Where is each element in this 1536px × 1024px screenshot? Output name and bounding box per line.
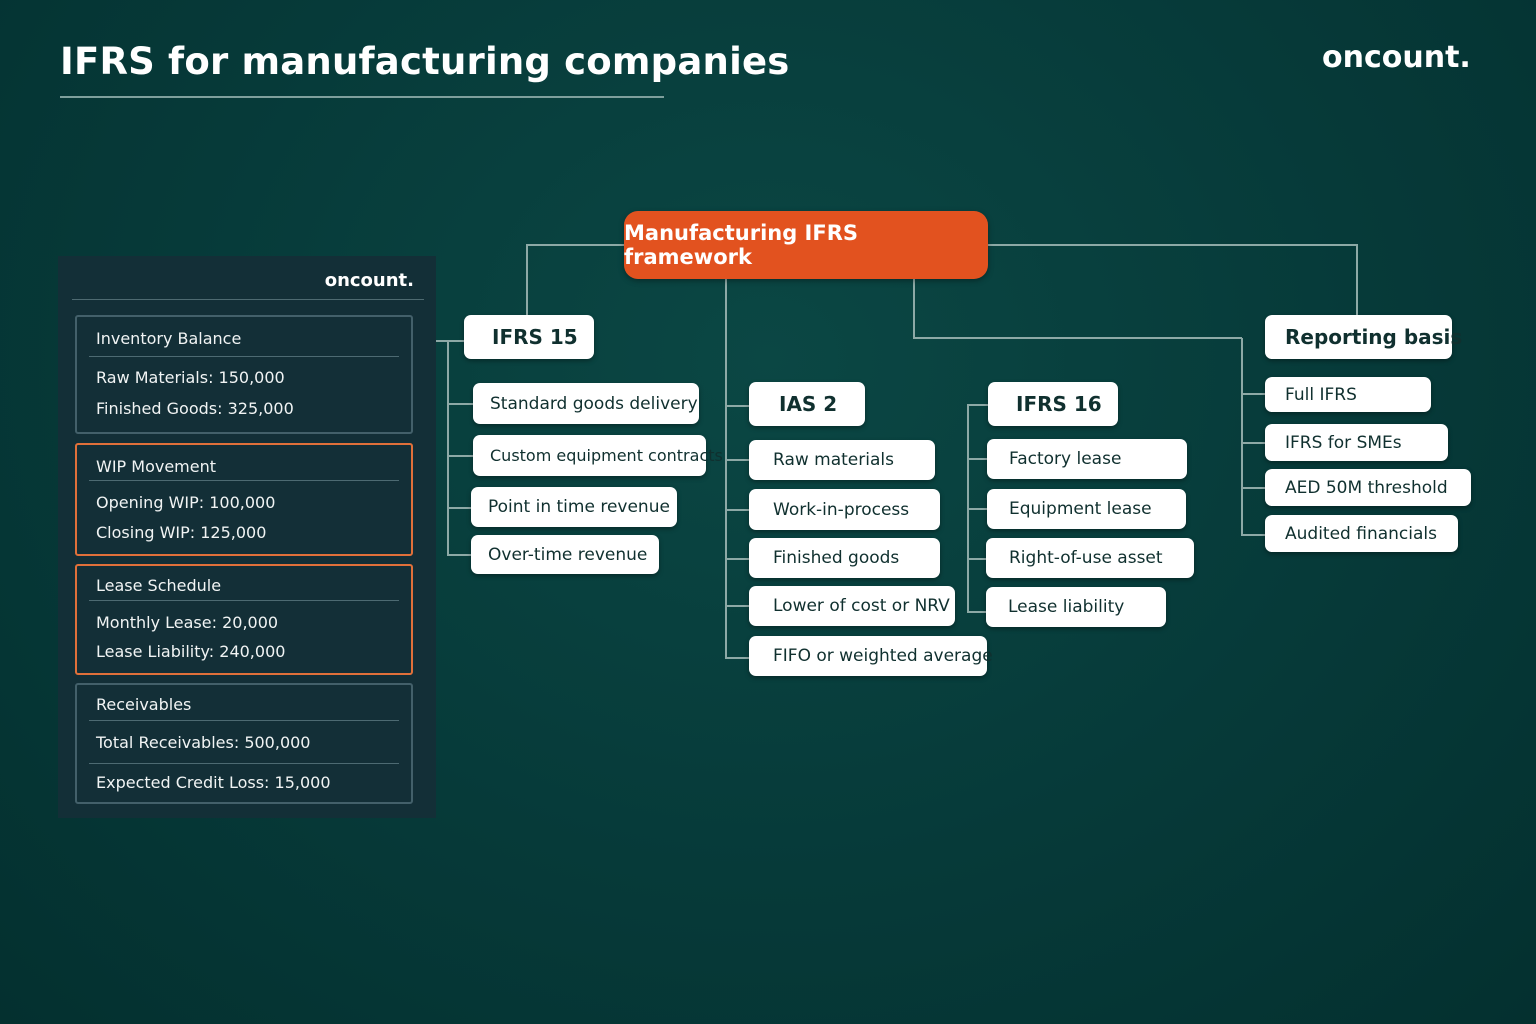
brand-logo: oncount. xyxy=(1322,40,1471,75)
leaf-right-of-use: Right-of-use asset xyxy=(986,538,1194,578)
root-node-framework: Manufacturing IFRS framework xyxy=(624,211,988,279)
link-root-ifrs15 xyxy=(526,244,624,315)
card-divider xyxy=(89,763,399,764)
leaf-ifrs-for-smes: IFRS for SMEs xyxy=(1265,424,1448,461)
card-title: Receivables xyxy=(96,695,192,714)
leaf-lower-of-cost: Lower of cost or NRV xyxy=(749,586,955,626)
leaf-aed-threshold: AED 50M threshold xyxy=(1265,469,1471,506)
page-title: IFRS for manufacturing companies xyxy=(60,40,790,83)
link-ias2-items xyxy=(726,405,749,607)
card-divider xyxy=(89,356,399,357)
leaf-custom-equipment: Custom equipment contracts xyxy=(473,435,723,476)
leaf-finished-goods: Finished goods xyxy=(749,538,940,578)
leaf-fifo: FIFO or weighted average xyxy=(749,636,993,676)
card-title: Inventory Balance xyxy=(96,329,242,348)
card-line: Finished Goods: 325,000 xyxy=(96,399,294,418)
link-ifrs15-items xyxy=(447,341,473,556)
card-line: Closing WIP: 125,000 xyxy=(96,523,267,542)
branch-ifrs16: IFRS 16 xyxy=(988,382,1118,426)
leaf-point-in-time: Point in time revenue xyxy=(471,487,677,527)
leaf-raw-materials: Raw materials xyxy=(749,440,935,480)
leaf-audited-financials: Audited financials xyxy=(1265,515,1458,552)
card-divider xyxy=(89,720,399,721)
card-line: Raw Materials: 150,000 xyxy=(96,368,285,387)
card-title: WIP Movement xyxy=(96,457,217,476)
card-line: Monthly Lease: 20,000 xyxy=(96,613,279,632)
leaf-equipment-lease: Equipment lease xyxy=(987,489,1186,529)
leaf-work-in-process: Work-in-process xyxy=(749,489,940,530)
leaf-full-ifrs: Full IFRS xyxy=(1265,377,1431,412)
card-receivables: Receivables Total Receivables: 500,000 E… xyxy=(75,683,413,804)
data-panel: oncount. Inventory Balance Raw Materials… xyxy=(58,256,436,818)
link-reporting-items xyxy=(1241,338,1265,536)
leaf-standard-goods: Standard goods delivery xyxy=(473,383,699,424)
branch-ias2: IAS 2 xyxy=(749,382,865,426)
link-root-reporting xyxy=(988,244,1358,315)
card-line: Expected Credit Loss: 15,000 xyxy=(96,773,331,792)
card-line: Opening WIP: 100,000 xyxy=(96,493,276,512)
branch-ifrs15: IFRS 15 xyxy=(464,315,594,359)
card-line: Lease Liability: 240,000 xyxy=(96,642,286,661)
card-line: Total Receivables: 500,000 xyxy=(96,733,311,752)
leaf-factory-lease: Factory lease xyxy=(987,439,1187,479)
card-title: Lease Schedule xyxy=(96,576,222,595)
leaf-lease-liability: Lease liability xyxy=(986,587,1166,627)
link-root-ifrs16 xyxy=(913,279,1242,339)
branch-reporting-basis: Reporting basis xyxy=(1265,315,1462,359)
card-divider xyxy=(89,480,399,481)
link-root-ias2 xyxy=(725,279,749,659)
title-underline xyxy=(60,96,664,98)
link-ifrs16-items xyxy=(967,404,988,613)
card-inventory-balance: Inventory Balance Raw Materials: 150,000… xyxy=(75,315,413,434)
panel-brand-logo: oncount. xyxy=(324,270,414,291)
leaf-over-time: Over-time revenue xyxy=(471,535,659,574)
card-wip-movement: WIP Movement Opening WIP: 100,000 Closin… xyxy=(75,443,413,556)
panel-divider xyxy=(72,299,424,300)
card-lease-schedule: Lease Schedule Monthly Lease: 20,000 Lea… xyxy=(75,564,413,675)
card-divider xyxy=(89,600,399,601)
